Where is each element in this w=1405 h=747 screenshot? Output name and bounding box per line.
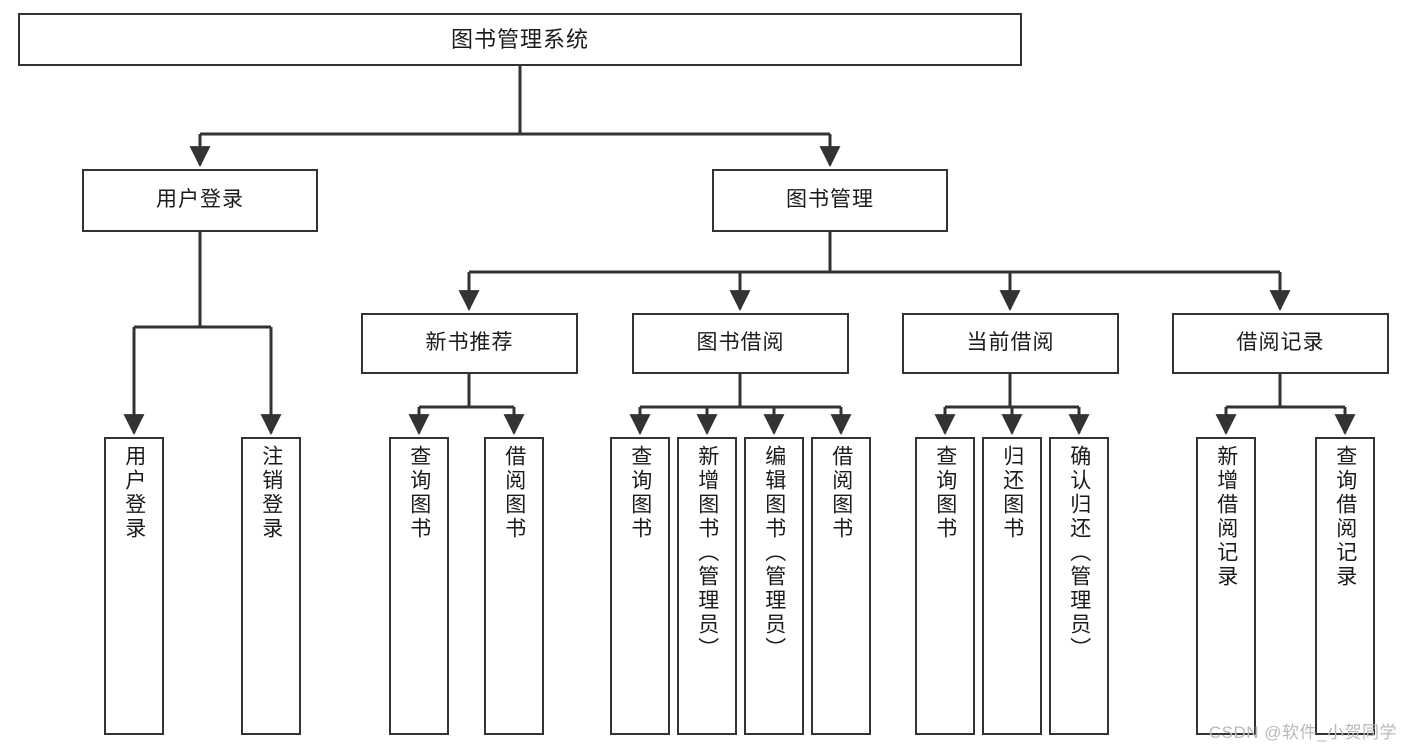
node-leaf-borrow-book-1-label: 借阅图书	[502, 445, 526, 541]
node-leaf-borrow-book-2-label: 借阅图书	[829, 445, 853, 541]
node-leaf-edit-book-label: 编辑图书（管理员）	[762, 445, 786, 661]
node-borrow-record[interactable]: 借阅记录	[1172, 313, 1389, 374]
node-leaf-confirm-return-label: 确认归还（管理员）	[1067, 445, 1091, 661]
node-leaf-user-logout-label: 注销登录	[259, 445, 283, 541]
node-leaf-query-book-1-label: 查询图书	[407, 445, 431, 541]
node-current-borrow-label: 当前借阅	[966, 331, 1055, 355]
node-root-label: 图书管理系统	[450, 26, 589, 52]
node-leaf-borrow-book-1[interactable]: 借阅图书	[484, 437, 544, 735]
node-leaf-query-book-2[interactable]: 查询图书	[610, 437, 670, 735]
node-book-borrow-label: 图书借阅	[696, 331, 785, 355]
node-leaf-add-book-label: 新增图书（管理员）	[695, 445, 719, 661]
node-leaf-return-book-label: 归还图书	[1000, 445, 1024, 541]
node-book-manage[interactable]: 图书管理	[712, 169, 948, 232]
node-leaf-return-book[interactable]: 归还图书	[982, 437, 1042, 735]
node-book-manage-label: 图书管理	[786, 188, 874, 212]
node-root[interactable]: 图书管理系统	[18, 13, 1022, 66]
node-leaf-query-book-3[interactable]: 查询图书	[915, 437, 975, 735]
node-user-login[interactable]: 用户登录	[82, 169, 318, 232]
node-new-book-recommend[interactable]: 新书推荐	[361, 313, 578, 374]
node-leaf-query-book-2-label: 查询图书	[628, 445, 652, 541]
node-new-book-recommend-label: 新书推荐	[425, 331, 514, 355]
node-leaf-user-logout[interactable]: 注销登录	[241, 437, 301, 735]
node-leaf-add-borrow-record-label: 新增借阅记录	[1214, 445, 1238, 589]
node-leaf-query-book-1[interactable]: 查询图书	[389, 437, 449, 735]
node-leaf-edit-book[interactable]: 编辑图书（管理员）	[744, 437, 804, 735]
node-leaf-user-login[interactable]: 用户登录	[104, 437, 164, 735]
node-leaf-query-book-3-label: 查询图书	[933, 445, 957, 541]
node-leaf-query-borrow-record-label: 查询借阅记录	[1333, 445, 1357, 589]
node-borrow-record-label: 借阅记录	[1236, 331, 1325, 355]
node-user-login-label: 用户登录	[156, 188, 244, 212]
watermark: CSDN @软件_小贺同学	[1208, 723, 1397, 742]
node-leaf-add-book[interactable]: 新增图书（管理员）	[677, 437, 737, 735]
node-leaf-borrow-book-2[interactable]: 借阅图书	[811, 437, 871, 735]
node-leaf-confirm-return[interactable]: 确认归还（管理员）	[1049, 437, 1109, 735]
node-leaf-user-login-label: 用户登录	[122, 445, 146, 541]
node-leaf-query-borrow-record[interactable]: 查询借阅记录	[1315, 437, 1375, 735]
node-current-borrow[interactable]: 当前借阅	[902, 313, 1119, 374]
node-book-borrow[interactable]: 图书借阅	[632, 313, 849, 374]
node-leaf-add-borrow-record[interactable]: 新增借阅记录	[1196, 437, 1256, 735]
